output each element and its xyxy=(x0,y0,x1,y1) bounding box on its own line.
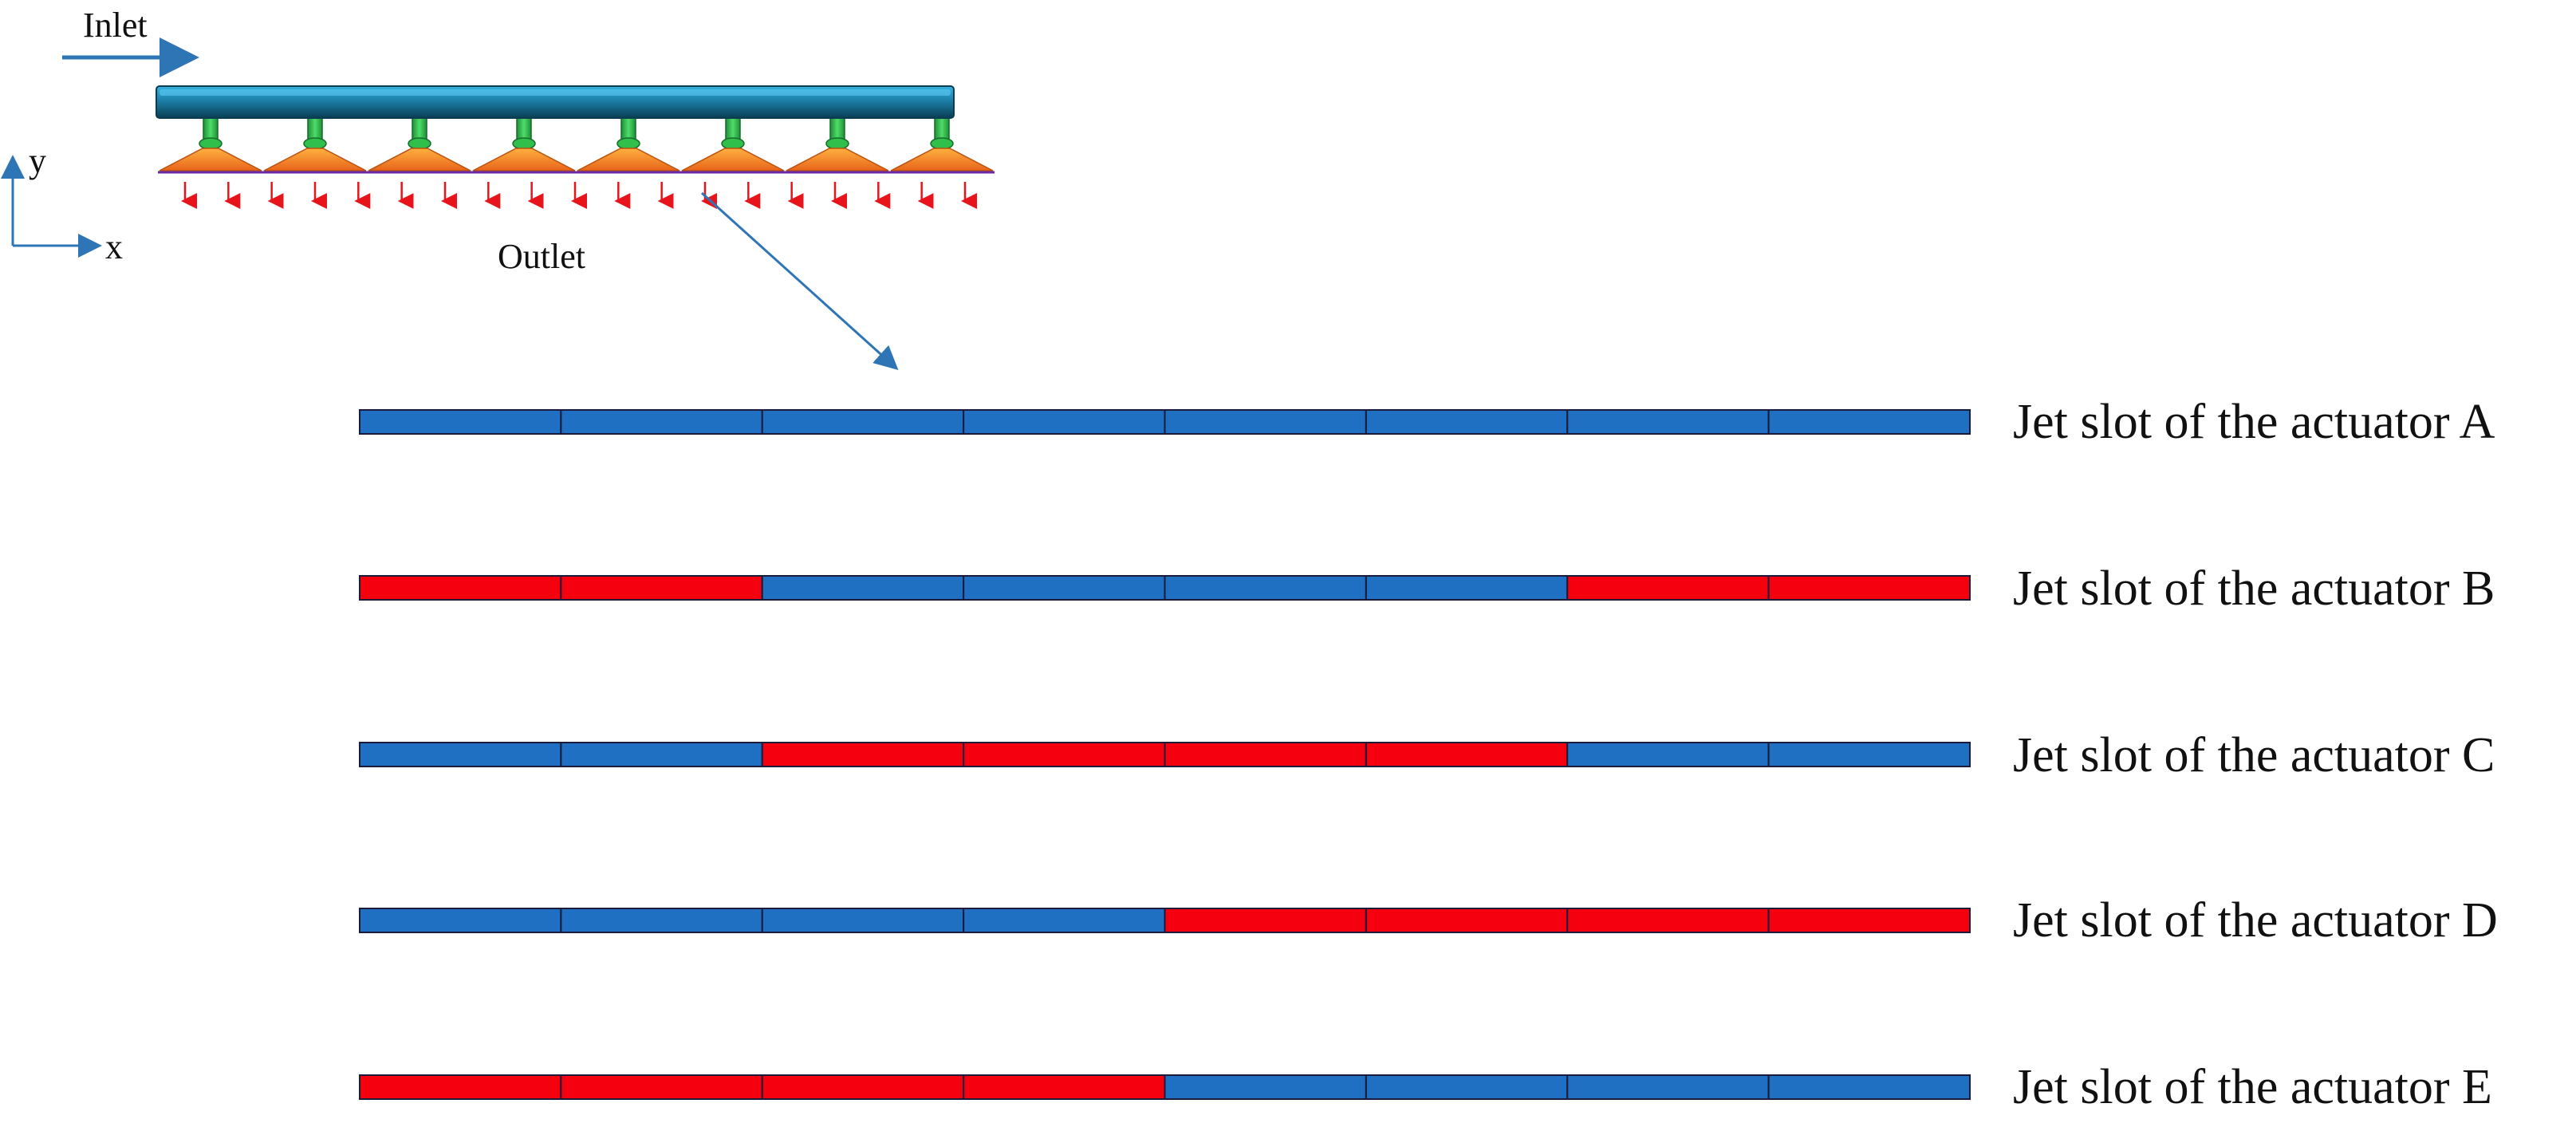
slot-segment xyxy=(560,409,763,435)
jet-slot-row xyxy=(359,908,1971,933)
actuator-nozzle xyxy=(368,148,471,171)
slot-segment xyxy=(560,575,763,601)
actuator-unit xyxy=(158,116,263,174)
zoom-pointer-arrow xyxy=(700,191,899,371)
slot-segment xyxy=(1566,908,1770,933)
slot-segment xyxy=(1566,575,1770,601)
slot-segment xyxy=(761,742,965,767)
slot-segment xyxy=(1566,742,1770,767)
axis-x-label: x xyxy=(105,227,123,266)
slot-segment xyxy=(761,1074,965,1100)
slot-segment xyxy=(359,908,562,933)
slot-segment xyxy=(1767,908,1971,933)
slot-segment xyxy=(963,742,1166,767)
slot-segment xyxy=(1164,1074,1367,1100)
slot-segment xyxy=(1365,742,1569,767)
actuator-nozzle xyxy=(786,148,889,171)
jet-slot-row xyxy=(359,742,1971,767)
actuator-nozzle xyxy=(890,148,994,171)
slot-label-c: Jet slot of the actuator C xyxy=(2013,728,2495,782)
actuator-nozzle xyxy=(263,148,367,171)
slot-segment xyxy=(1767,575,1971,601)
actuator-unit xyxy=(785,116,890,174)
slot-segment xyxy=(359,409,562,435)
slot-segment xyxy=(1767,409,1971,435)
slot-segment xyxy=(963,409,1166,435)
jet-slot-row xyxy=(359,575,1971,601)
slot-segment xyxy=(761,575,965,601)
axis-y-label: y xyxy=(29,141,46,180)
slot-label-a: Jet slot of the actuator A xyxy=(2013,395,2495,449)
actuator-nozzle xyxy=(577,148,680,171)
slot-segment xyxy=(359,1074,562,1100)
actuator-unit xyxy=(367,116,472,174)
jet-slot-row xyxy=(359,1074,1971,1100)
slot-segment xyxy=(963,575,1166,601)
slot-segment xyxy=(1365,908,1569,933)
jet-slot-row xyxy=(359,409,1971,435)
actuator-nozzle xyxy=(681,148,785,171)
slot-segment xyxy=(963,908,1166,933)
slot-segment xyxy=(1164,908,1367,933)
slot-segment xyxy=(359,742,562,767)
slot-label-d: Jet slot of the actuator D xyxy=(2013,893,2498,948)
actuator-unit xyxy=(262,116,368,174)
slot-segment xyxy=(1365,575,1569,601)
slot-label-e: Jet slot of the actuator E xyxy=(2013,1060,2492,1114)
slot-segment xyxy=(1566,1074,1770,1100)
actuator-unit xyxy=(576,116,681,174)
outlet-arrows xyxy=(181,182,977,209)
outlet-label: Outlet xyxy=(498,237,585,276)
actuator-nozzle xyxy=(472,148,576,171)
slot-segment xyxy=(1164,575,1367,601)
slot-segment xyxy=(1767,742,1971,767)
slot-segment xyxy=(1566,409,1770,435)
slot-segment xyxy=(560,742,763,767)
actuator-unit xyxy=(471,116,577,174)
slot-segment xyxy=(963,1074,1166,1100)
actuator-array xyxy=(158,116,995,174)
slot-segment xyxy=(1164,742,1367,767)
slot-label-b: Jet slot of the actuator B xyxy=(2013,562,2495,616)
slot-segment xyxy=(761,409,965,435)
actuator-unit xyxy=(889,116,995,174)
coordinate-axes xyxy=(0,155,102,258)
slot-segment xyxy=(560,908,763,933)
slot-segment xyxy=(560,1074,763,1100)
inlet-label: Inlet xyxy=(83,6,148,45)
slot-segment xyxy=(1164,409,1367,435)
slot-segment xyxy=(1365,409,1569,435)
slot-segment xyxy=(1767,1074,1971,1100)
slot-segment xyxy=(761,908,965,933)
actuator-nozzle xyxy=(159,148,262,171)
manifold-pipe-highlight xyxy=(160,89,951,96)
slot-segment xyxy=(1365,1074,1569,1100)
slot-segment xyxy=(359,575,562,601)
